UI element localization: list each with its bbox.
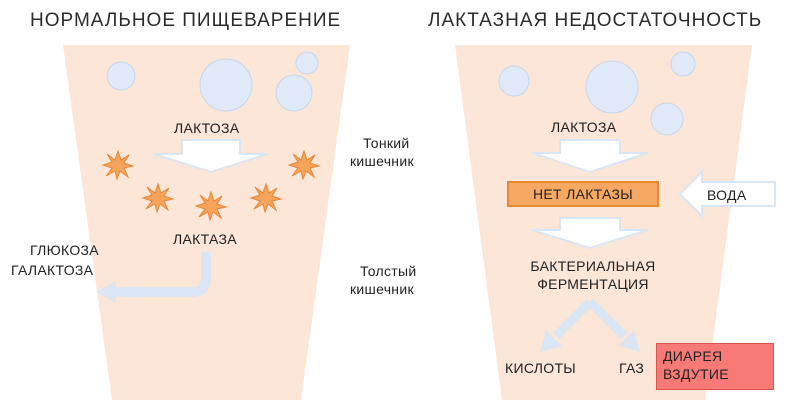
large-intestine-label: Толстый кишечник [350, 262, 417, 298]
lactase-deficiency-title: ЛАКТАЗНАЯ НЕДОСТАТОЧНОСТЬ [428, 10, 763, 31]
small-intestine-line-2: кишечник [350, 153, 414, 169]
normal-digestion-title: НОРМАЛЬНОЕ ПИЩЕВАРЕНИЕ [30, 10, 342, 31]
lactose-bubble [585, 60, 639, 114]
absorption-arrow-head [96, 281, 116, 303]
lactase-enzyme-icon [101, 149, 135, 181]
fermentation-label: БАКТЕРИАЛЬНАЯ ФЕРМЕНТАЦИЯ [513, 257, 673, 293]
glucose-label: ГЛЮКОЗА [30, 242, 99, 258]
lactose-label: ЛАКТОЗА [174, 120, 240, 136]
split-arrow-acids-head [540, 330, 562, 352]
lactose-bubble [199, 58, 253, 112]
lactose-label: ЛАКТОЗА [551, 119, 617, 135]
down-arrow [531, 217, 649, 250]
lactose-bubble [275, 74, 313, 112]
diarrhea-label: ДИАРЕЯ [663, 348, 723, 364]
down-arrow [531, 139, 649, 174]
lactase-enzyme-icon [249, 182, 283, 214]
enzyme-icons [101, 149, 321, 222]
fermentation-line-2: ФЕРМЕНТАЦИЯ [537, 276, 649, 292]
absorption-arrow [114, 252, 211, 297]
water-label: ВОДА [707, 187, 747, 203]
down-arrow [153, 139, 269, 174]
lactose-bubble [670, 51, 696, 77]
gas-label: ГАЗ [619, 360, 645, 376]
galactose-label: ГАЛАКТОЗА [11, 262, 94, 278]
lactase-enzyme-icon [141, 182, 175, 214]
bloating-label: ВЗДУТИЕ [663, 366, 729, 382]
water-arrow [678, 169, 776, 219]
large-intestine-line-1: Толстый [360, 263, 417, 279]
split-arrow-gas-head [618, 330, 640, 352]
fermentation-line-1: БАКТЕРИАЛЬНАЯ [530, 258, 656, 274]
small-intestine-line-1: Тонкий [363, 135, 410, 151]
lactose-bubble [106, 61, 136, 91]
symptoms-box: ДИАРЕЯ ВЗДУТИЕ [656, 343, 774, 390]
lactase-label: ЛАКТАЗА [173, 231, 237, 247]
lactase-enzyme-icon [194, 190, 228, 222]
lactose-bubble [650, 102, 684, 136]
split-arrow-gas [586, 298, 628, 340]
left-intestine-funnel [63, 45, 350, 400]
small-intestine-label: Тонкий кишечник [350, 134, 414, 170]
no-lactase-box: НЕТ ЛАКТАЗЫ [507, 181, 659, 207]
large-intestine-line-2: кишечник [350, 281, 414, 297]
split-arrow-acids [552, 298, 594, 340]
no-lactase-label: НЕТ ЛАКТАЗЫ [533, 186, 633, 202]
lactase-enzyme-icon [287, 149, 321, 181]
lactose-bubble [295, 51, 319, 75]
lactose-bubble [498, 65, 530, 97]
acids-label: КИСЛОТЫ [505, 360, 576, 376]
